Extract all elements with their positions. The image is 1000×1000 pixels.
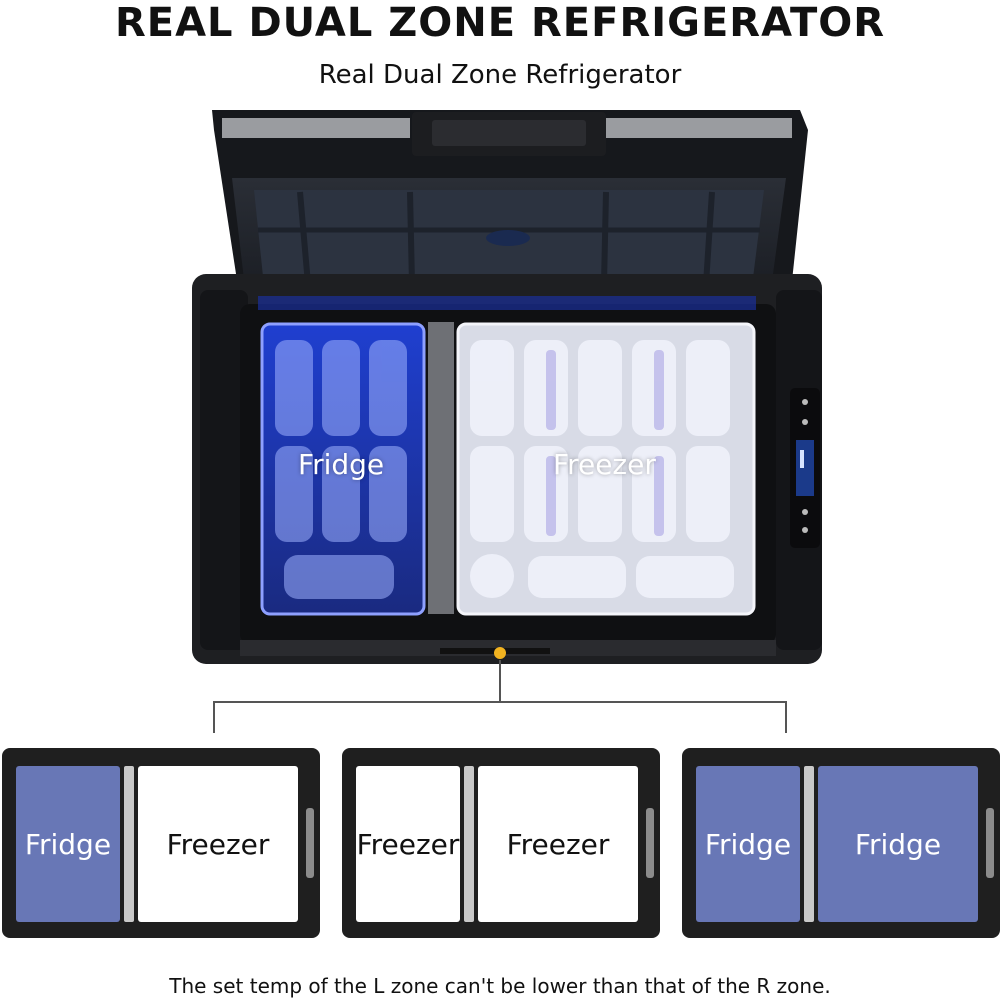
- connector-bar: [213, 701, 787, 703]
- refrigerator-body: [192, 274, 822, 664]
- connector-stem: [499, 660, 501, 702]
- mode-left-compartment: Fridge: [696, 766, 800, 922]
- footnote: The set temp of the L zone can't be lowe…: [169, 974, 831, 998]
- mode-right-compartment: Freezer: [138, 766, 298, 922]
- freezer-zone-label: Freezer: [553, 448, 656, 481]
- mode-left-compartment: Freezer: [356, 766, 460, 922]
- mode-card-fridge-freezer: Fridge Freezer: [2, 748, 320, 938]
- connector-left: [213, 701, 215, 733]
- mode-right-compartment: Freezer: [478, 766, 638, 922]
- mode-divider: [804, 766, 814, 922]
- control-panel-icon: [790, 388, 820, 548]
- connector-right: [785, 701, 787, 733]
- refrigerator-image: [192, 110, 822, 664]
- page-title: REAL DUAL ZONE REFRIGERATOR: [114, 0, 886, 46]
- mode-card-freezer-freezer: Freezer Freezer: [342, 748, 660, 938]
- mode-card-fridge-fridge: Fridge Fridge: [682, 748, 1000, 938]
- mode-right-compartment: Fridge: [818, 766, 978, 922]
- page-subtitle: Real Dual Zone Refrigerator: [318, 60, 682, 90]
- fridge-zone-label: Fridge: [298, 448, 385, 481]
- mode-divider: [124, 766, 134, 922]
- mode-handle: [306, 808, 314, 878]
- mode-left-compartment: Fridge: [16, 766, 120, 922]
- mode-handle: [986, 808, 994, 878]
- lid: [212, 110, 808, 300]
- mode-handle: [646, 808, 654, 878]
- mode-divider: [464, 766, 474, 922]
- indicator-dot: [494, 647, 506, 659]
